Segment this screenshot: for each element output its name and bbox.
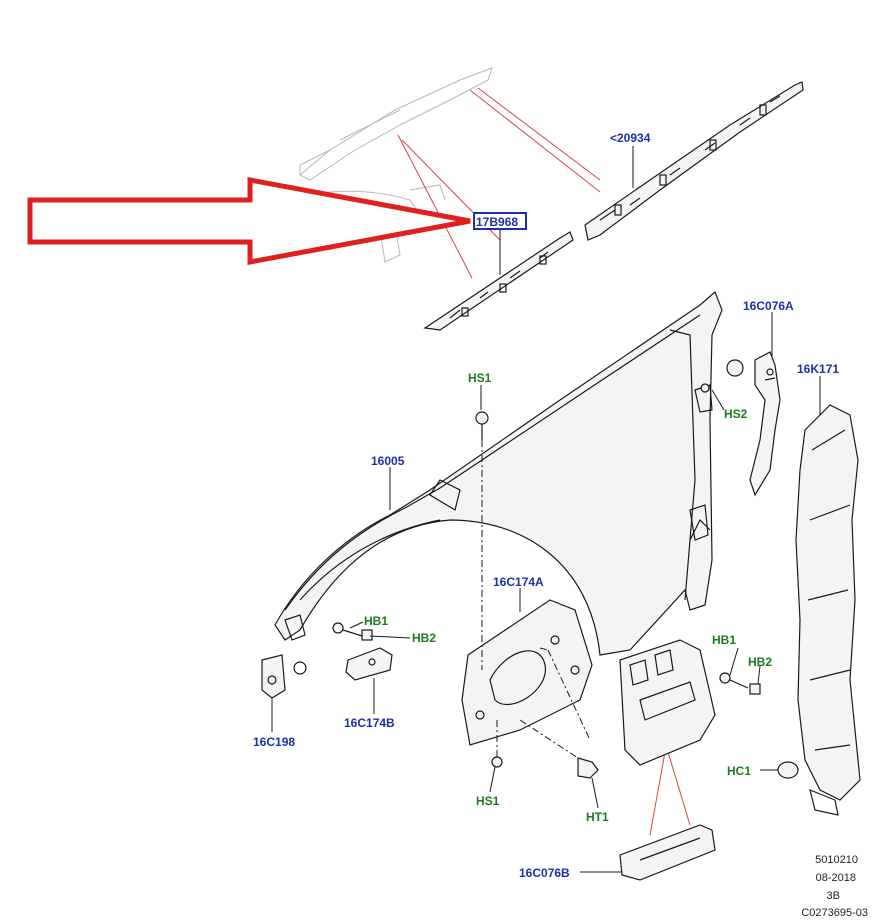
part-16C174B-bracket — [345, 647, 393, 681]
label-16C174A: 16C174A — [493, 575, 544, 589]
label-16K171: 16K171 — [797, 362, 839, 376]
part-20934-strip — [584, 81, 804, 241]
label-HC1: HC1 — [727, 764, 751, 778]
part-16C174A-bracket — [461, 599, 593, 746]
highlight-box-17B968 — [473, 212, 527, 230]
label-16C198: 16C198 — [253, 735, 295, 749]
part-16005-fender — [274, 290, 723, 656]
part-16C076A-bracket — [749, 351, 781, 497]
footer-line-4: C0273695-03 — [801, 907, 868, 919]
pointer-arrow — [27, 176, 471, 266]
footer-line-1: 5010210 — [815, 854, 858, 866]
label-HS2: HS2 — [724, 407, 748, 421]
label-HB1-left: HB1 — [364, 614, 388, 628]
label-16C076A: 16C076A — [743, 299, 794, 313]
label-16005: 16005 — [371, 454, 405, 468]
label-HS1-top: HS1 — [468, 371, 492, 385]
part-16C076B-bracket — [619, 824, 716, 881]
label-HB1-right: HB1 — [712, 633, 736, 647]
label-HB2-left: HB2 — [412, 631, 436, 645]
label-16C174B: 16C174B — [344, 716, 395, 730]
lower-bracket-assembly — [619, 639, 716, 766]
label-20934: <20934 — [610, 131, 651, 145]
alignment-lines — [481, 440, 591, 759]
part-16K171-panel — [795, 404, 861, 816]
callout-leaders — [271, 146, 821, 873]
part-16C198-clip — [261, 654, 307, 699]
label-17B968: 17B968 — [476, 215, 518, 229]
footer-line-3: 3B — [827, 890, 840, 902]
label-HB2-right: HB2 — [748, 655, 772, 669]
part-17B968-strip — [423, 231, 574, 331]
fasteners — [332, 359, 799, 779]
label-HT1: HT1 — [586, 810, 609, 824]
footer-line-2: 08-2018 — [816, 872, 856, 884]
label-HS1-bottom: HS1 — [476, 794, 500, 808]
label-16C076B: 16C076B — [519, 866, 570, 880]
